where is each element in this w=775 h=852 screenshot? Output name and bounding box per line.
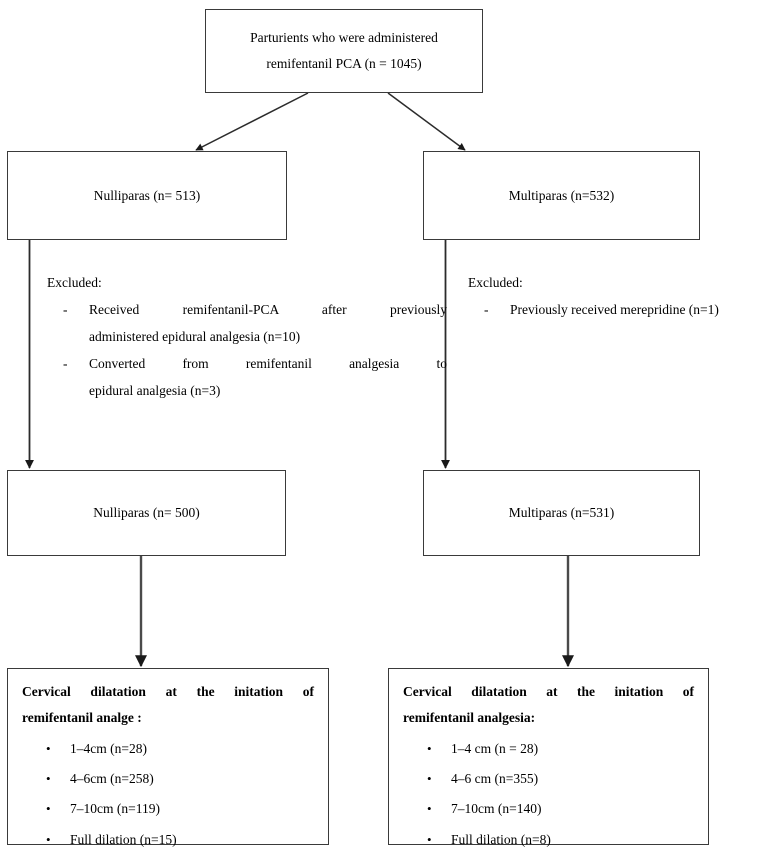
list-item: Full dilation (n=8) xyxy=(427,825,694,852)
connector-root-to-nulliparas xyxy=(195,92,309,151)
node-multiparas-outcome[interactable]: Cervical dilatation at the initation of … xyxy=(388,668,709,852)
exclusion-right-title: Excluded: xyxy=(468,275,523,290)
list-item: 7–10cm (n=119) xyxy=(46,794,314,824)
node-root-line1: Parturients who were administered xyxy=(250,30,438,46)
multiparas-outcome-heading-line2: remifentanil analgesia: xyxy=(403,710,536,726)
node-nulliparas-initial-label: Nulliparas (n= 513) xyxy=(93,187,201,203)
nulliparas-outcome-list: 1–4cm (n=28) 4–6cm (n=258) 7–10cm (n=119… xyxy=(22,734,314,852)
multiparas-outcome-list: 1–4 cm (n = 28) 4–6 cm (n=355) 7–10cm (n… xyxy=(403,734,694,852)
node-nulliparas-final-label: Nulliparas (n= 500) xyxy=(93,505,200,521)
node-multiparas-final[interactable]: Multiparas (n=531) xyxy=(423,470,700,556)
exclusion-left-list: Received remifentanil-PCA after previous… xyxy=(47,296,447,404)
exclusion-left-item-1-line1: Received remifentanil-PCA after previous… xyxy=(89,302,447,318)
multiparas-outcome-heading-line1: Cervical dilatation at the initation of xyxy=(403,684,694,699)
list-item: 4–6cm (n=258) xyxy=(46,764,314,794)
list-item: Full dilation (n=15) xyxy=(46,825,314,852)
node-multiparas-initial[interactable]: Multiparas (n=532) xyxy=(423,151,700,240)
list-item: 4–6 cm (n=355) xyxy=(427,764,694,794)
exclusion-left-item-2-line2: epidural analgesia (n=3) xyxy=(89,383,221,399)
node-nulliparas-outcome[interactable]: Cervical dilatation at the initation of … xyxy=(7,668,329,852)
node-root-line2: remifentanil PCA (n = 1045) xyxy=(266,56,422,71)
list-item: 1–4cm (n=28) xyxy=(46,734,314,764)
exclusion-right-list: Previously received merepridine (n=1) xyxy=(468,296,773,323)
exclusion-left-item-1-line2: administered epidural analgesia (n=10) xyxy=(89,329,301,345)
node-multiparas-final-label: Multiparas (n=531) xyxy=(508,505,615,521)
exclusion-left-title: Excluded: xyxy=(47,275,102,290)
exclusion-right-item-1: Previously received merepridine (n=1) xyxy=(484,296,773,323)
nulliparas-outcome-heading-line2: remifentanil analge : xyxy=(22,710,142,726)
exclusion-left-item-2-line1: Converted from remifentanil analgesia to xyxy=(89,356,447,372)
exclusion-right-item-1-line1: Previously received merepridine (n=1) xyxy=(510,302,719,318)
node-root[interactable]: Parturients who were administered remife… xyxy=(205,9,483,93)
list-item: 7–10cm (n=140) xyxy=(427,794,694,824)
node-nulliparas-initial[interactable]: Nulliparas (n= 513) xyxy=(7,151,287,240)
nulliparas-outcome-heading-line1: Cervical dilatation at the initation of xyxy=(22,684,314,699)
node-multiparas-initial-label: Multiparas (n=532) xyxy=(508,187,615,203)
node-nulliparas-final[interactable]: Nulliparas (n= 500) xyxy=(7,470,286,556)
exclusion-note-right: Excluded: Previously received merepridin… xyxy=(468,270,773,323)
connector-root-to-multiparas xyxy=(387,92,466,151)
exclusion-left-item-1: Received remifentanil-PCA after previous… xyxy=(63,296,447,350)
exclusion-note-left: Excluded: Received remifentanil-PCA afte… xyxy=(47,270,447,404)
exclusion-left-item-2: Converted from remifentanil analgesia to… xyxy=(63,350,447,404)
list-item: 1–4 cm (n = 28) xyxy=(427,734,694,764)
